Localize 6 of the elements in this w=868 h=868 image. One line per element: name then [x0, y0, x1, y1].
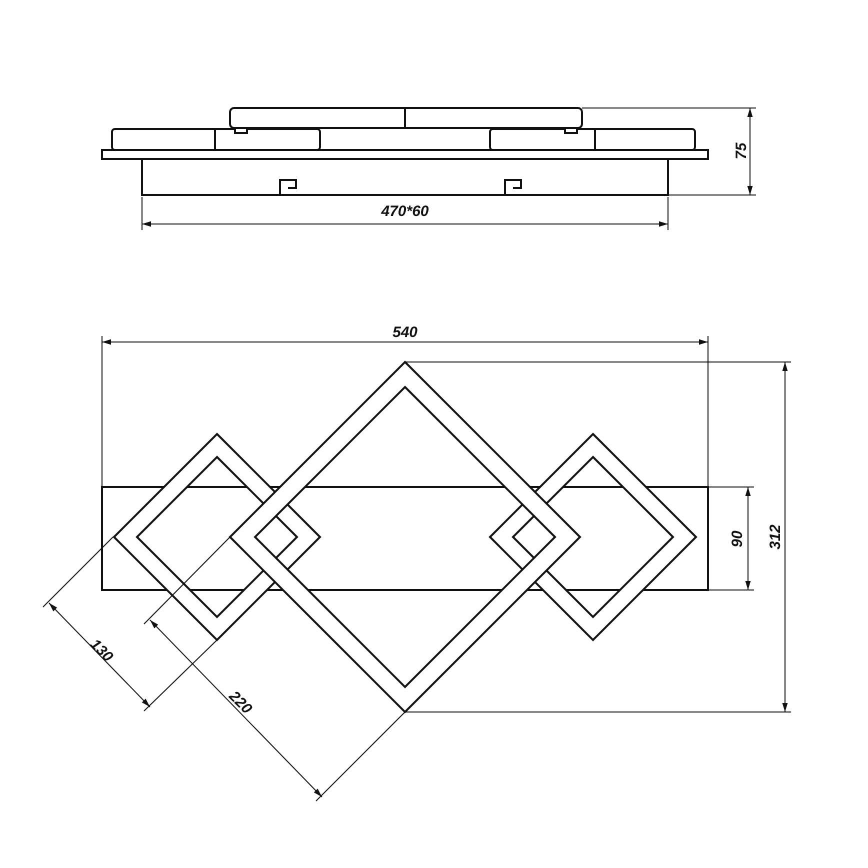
dimension-label: 470*60 [381, 204, 429, 220]
dimension-label: 75 [734, 142, 750, 160]
dimension-label: 312 [768, 524, 784, 550]
dimension-label: 540 [392, 325, 418, 341]
dimension-label: 90 [730, 530, 746, 548]
dimension-label: 220 [226, 688, 254, 718]
